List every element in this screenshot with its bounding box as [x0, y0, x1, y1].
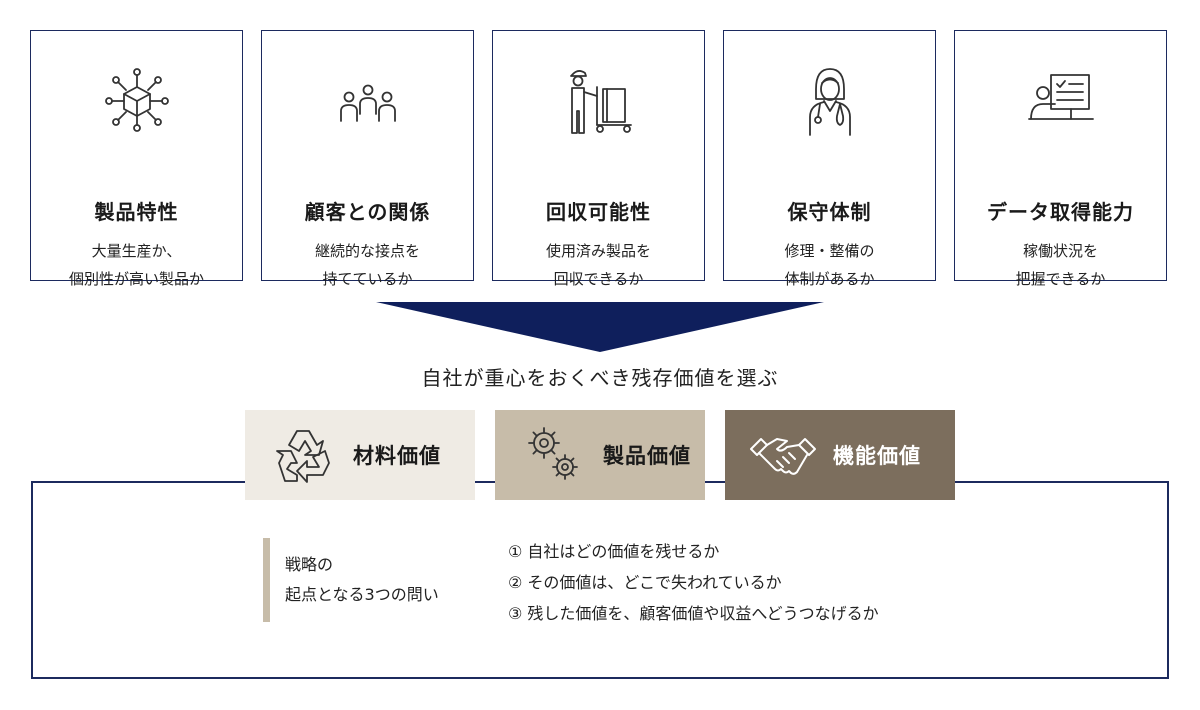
presenter-screen-checklist-icon	[1021, 59, 1101, 139]
tab-label: 機能価値	[833, 444, 921, 468]
handshake-icon	[747, 419, 819, 491]
questions-label-line: 戦略の	[285, 555, 334, 574]
delivery-worker-cart-icon	[559, 59, 639, 139]
card-title: データ取得能力	[987, 200, 1134, 224]
card-desc-line: 大量生産か、	[91, 242, 182, 260]
card-desc-line: 回収できるか	[553, 270, 644, 288]
card-desc-line: 把握できるか	[1015, 270, 1106, 288]
tab-product-value: 製品価値	[495, 410, 705, 500]
tab-label: 製品価値	[603, 444, 691, 468]
card-description: 大量生産か、 個別性が高い製品か	[31, 237, 242, 293]
card-title: 製品特性	[94, 200, 179, 224]
card-desc-line: 個別性が高い製品か	[68, 270, 204, 288]
people-group-icon	[328, 59, 408, 139]
product-box-network-icon	[97, 59, 177, 139]
tab-material-value: 材料価値	[245, 410, 475, 500]
card-product-characteristics: 製品特性 大量生産か、 個別性が高い製品か	[30, 30, 243, 288]
card-description: 使用済み製品を 回収できるか	[493, 237, 704, 293]
accent-bar	[263, 538, 270, 622]
recycle-icon	[267, 419, 339, 491]
card-description: 修理・整備の 体制があるか	[724, 237, 935, 293]
card-desc-line: 稼働状況を	[1022, 242, 1098, 260]
questions-label-line: 起点となる3つの問い	[285, 585, 439, 604]
card-description: 稼働状況を 把握できるか	[955, 237, 1166, 293]
card-desc-line: 体制があるか	[784, 270, 875, 288]
questions-list: ① 自社はどの価値を残せるか ② その価値は、どこで失われているか ③ 残した価…	[508, 536, 879, 629]
card-desc-line: 持てているか	[322, 270, 413, 288]
question-item: ② その価値は、どこで失われているか	[508, 573, 782, 592]
card-desc-line: 継続的な接点を	[314, 242, 420, 260]
questions-label: 戦略の 起点となる3つの問い	[285, 550, 439, 610]
down-arrow-icon	[376, 302, 824, 352]
card-title: 回収可能性	[546, 200, 651, 224]
question-item: ① 自社はどの価値を残せるか	[508, 542, 720, 561]
questions-frame	[31, 481, 1169, 679]
question-item: ③ 残した価値を、顧客価値や収益へどうつなげるか	[508, 604, 879, 623]
card-maintenance-system: 保守体制 修理・整備の 体制があるか	[723, 30, 936, 288]
card-recoverability: 回収可能性 使用済み製品を 回収できるか	[492, 30, 705, 288]
section-heading: 自社が重心をおくべき残存価値を選ぶ	[421, 366, 779, 390]
card-title: 保守体制	[787, 200, 872, 224]
gears-icon	[517, 419, 589, 491]
card-desc-line: 使用済み製品を	[545, 242, 651, 260]
doctor-stethoscope-icon	[790, 59, 870, 139]
card-title: 顧客との関係	[304, 200, 431, 224]
card-description: 継続的な接点を 持てているか	[262, 237, 473, 293]
card-desc-line: 修理・整備の	[784, 242, 875, 260]
tab-label: 材料価値	[353, 444, 441, 468]
tab-function-value: 機能価値	[725, 410, 955, 500]
card-customer-relationship: 顧客との関係 継続的な接点を 持てているか	[261, 30, 474, 288]
card-data-acquisition: データ取得能力 稼働状況を 把握できるか	[954, 30, 1167, 288]
